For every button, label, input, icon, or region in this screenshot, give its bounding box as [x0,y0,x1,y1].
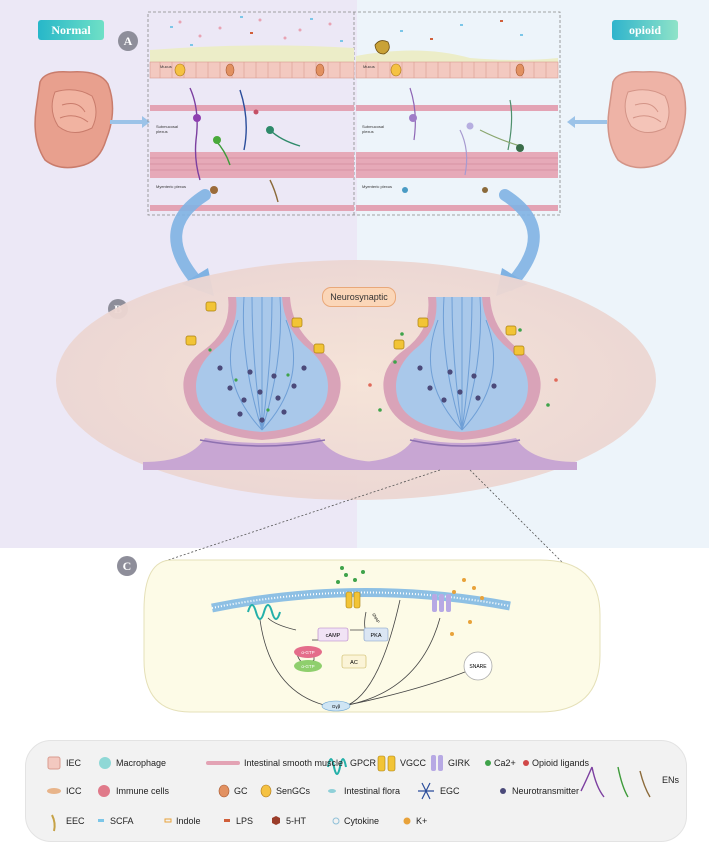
snap-label: SNAP [371,612,381,624]
legend-indole: Indole [176,816,201,826]
legend-immune-cells: Immune cells [116,786,170,796]
snare-label: SNARE [469,664,487,670]
legend-cytokine: Cytokine [344,816,380,826]
vgcc-icon-b [387,755,396,772]
ens-icon-purple [580,766,605,798]
ht5-icon [272,816,280,825]
indole-icon [164,818,172,823]
eec-icon [51,814,56,832]
legend-ca2: Ca2+ [494,758,516,768]
legend-macrophage: Macrophage [116,758,167,768]
legend-ens: ENs [662,775,680,785]
vgcc-icon-a [377,755,386,772]
sengcs-icon [260,784,272,798]
neurosynaptic-label: Neurosynaptic [322,287,396,307]
icc-icon [47,788,61,794]
egc-icon [418,782,434,800]
scfa-icon [98,819,104,822]
neurotransmitter-icon [500,788,506,794]
legend-girk: GIRK [448,758,471,768]
normal-tag: Normal [38,20,104,40]
girk-icon-b [438,755,443,771]
ca2-icon [485,760,491,766]
ens-icon-brown [639,770,651,798]
legend-k-plus: K+ [416,816,428,826]
k-plus-icon [403,817,411,825]
mucus-label-normal: Mucus [160,64,172,69]
myenteric-label-normal: Myenteric plexus [156,184,187,189]
submucosal-label-normal: Submucosal plexus [156,124,179,134]
myenteric-label-opioid: Myenteric plexus [362,184,393,189]
iec-icon [47,756,61,770]
girk-icon-a [431,755,436,771]
synapse-opioid [355,296,577,470]
intestine-normal-icon [34,70,114,169]
epithelium-opioid [355,61,559,79]
epithelium-normal [149,61,355,79]
gpcr-icon [327,758,347,775]
muscle-bands [150,105,558,211]
legend-intestinal-flora: Intestinal flora [344,786,401,796]
camp-label: cAMP [326,633,341,639]
pka-label: PKA [370,633,381,639]
opioid-tag: opioid [612,20,678,40]
legend-sengcs: SenGCs [276,786,311,796]
legend-gpcr: GPCR [350,758,377,768]
legend-icons [47,755,651,832]
legend-eec: EEC [66,816,85,826]
legend-egc: EGC [440,786,460,796]
intestinal-flora-icon [328,789,336,793]
cytokine-icon [332,817,340,825]
legend-opioid-ligands: Opioid ligands [532,758,590,768]
legend-smooth-muscle: Intestinal smooth muscle [244,758,344,768]
legend-5ht: 5-HT [286,816,306,826]
panel-b-illustration [56,260,656,500]
legend-scfa: SCFA [110,816,134,826]
panel-c-badge: C [117,556,137,576]
legend-panel: IEC Macrophage Intestinal smooth muscle … [25,740,687,842]
submucosal-label-opioid: Submucosal plexus [362,124,385,134]
immune-cells-icon [98,785,110,797]
gc-icon [218,784,230,798]
legend-gc: GC [234,786,248,796]
legend-vgcc: VGCC [400,758,427,768]
panel-a-badge: A [118,31,138,51]
opioid-ligand-icon [523,760,529,766]
alpha-gtp-bottom-label: α-GTP [301,664,314,669]
alpha-gtp-top-label: α-GTP [301,650,314,655]
legend-lps: LPS [236,816,254,826]
ens-icon-green [617,766,629,798]
intestine-opioid-icon [607,70,687,169]
legend-iec: IEC [66,758,82,768]
mucus-label-opioid: Mucus [363,64,375,69]
legend-neurotransmitter: Neurotransmitter [512,786,580,796]
macrophage-icon [99,757,111,769]
legend-icc: ICC [66,786,82,796]
lps-icon [224,819,230,822]
smooth-muscle-icon [206,761,240,765]
ac-label: AC [350,660,358,666]
synapse-normal [143,296,383,470]
gbg-label: Gγβ [332,704,341,709]
